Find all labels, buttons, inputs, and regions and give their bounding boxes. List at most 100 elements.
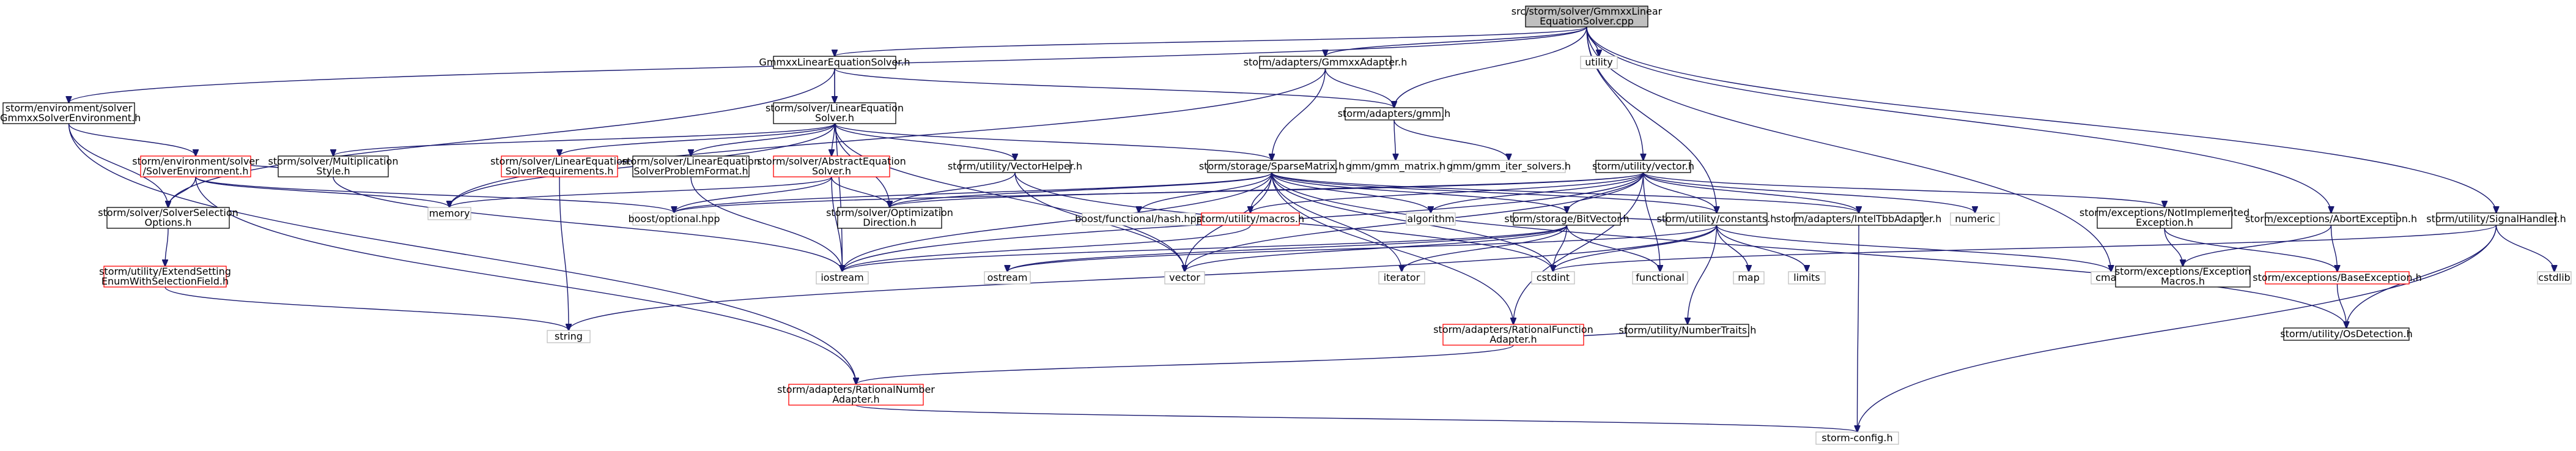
node-ostream: ostream xyxy=(984,271,1031,285)
edge-bitvector_h-to-iostream xyxy=(843,225,1568,272)
node-box xyxy=(1632,271,1688,285)
node-uvector_h[interactable]: storm/utility/vector.h xyxy=(1592,160,1694,173)
node-osdetect_h[interactable]: storm/utility/OsDetection.h xyxy=(2280,327,2413,341)
node-notimpl_h[interactable]: storm/exceptions/NotImplementedException… xyxy=(2080,207,2249,229)
node-label: Adapter.h xyxy=(1489,334,1537,345)
node-label: EnumWithSelectionField.h xyxy=(101,275,229,287)
node-box xyxy=(773,155,890,177)
node-box xyxy=(547,330,591,343)
node-numtraits_h[interactable]: storm/utility/NumberTraits.h xyxy=(1619,324,1757,337)
edge-sparse_h-to-ratfunc_h xyxy=(1271,172,1513,324)
edge-root-to-uvector_h xyxy=(1586,26,1644,160)
node-vechelper_h[interactable]: storm/utility/VectorHelper.h xyxy=(948,160,1082,173)
node-baseexc_h[interactable]: storm/exceptions/BaseException.h xyxy=(2253,271,2422,285)
node-boostopt: boost/optional.hpp xyxy=(628,212,720,226)
node-macros_h[interactable]: storm/utility/macros.h xyxy=(1197,212,1304,226)
node-label: Options.h xyxy=(145,217,192,228)
node-gmmadapter_h[interactable]: storm/adapters/GmmxxAdapter.h xyxy=(1244,56,1408,69)
edge-uvector_h-to-ratfunc_h xyxy=(1513,172,1644,324)
node-iterator: iterator xyxy=(1378,271,1425,285)
edge-uvector_h-to-inteltbb_h xyxy=(1642,172,1859,213)
node-box xyxy=(1351,160,1441,173)
edge-constants_h-to-numtraits_h xyxy=(1688,225,1718,324)
node-algorithm: algorithm xyxy=(1406,212,1456,226)
nodes-layer: src/storm/solver/GmmxxLinearEquationSolv… xyxy=(0,6,2572,445)
node-box xyxy=(2,102,135,124)
node-linprob_h[interactable]: storm/solver/LinearEquationSolverProblem… xyxy=(622,155,760,177)
node-label: Macros.h xyxy=(2161,275,2205,287)
edge-gmmsolver_h-to-selopt_h xyxy=(168,68,835,207)
node-box xyxy=(2115,266,2251,288)
edge-bitvector_h-to-ostream xyxy=(1008,225,1568,272)
node-box xyxy=(1525,6,1648,28)
node-box xyxy=(1580,56,1618,69)
node-gmmenv_h[interactable]: storm/environment/solver/GmmxxSolverEnvi… xyxy=(0,102,141,124)
edge-uvector_h-to-constants_h xyxy=(1642,172,1717,213)
node-label: storm/utility/OsDetection.h xyxy=(2280,328,2412,340)
node-linreq_h[interactable]: storm/solver/LinearEquationSolverRequire… xyxy=(490,155,629,177)
edge-sparse_h-to-bitvector_h xyxy=(1271,172,1567,213)
edge-gmmenv_h-to-solverenv_h xyxy=(68,123,196,156)
node-box xyxy=(1788,271,1826,285)
node-abortexc_h[interactable]: storm/exceptions/AbortException.h xyxy=(2245,212,2417,226)
edge-solverenv_h-to-memory xyxy=(195,176,449,207)
edge-constants_h-to-string xyxy=(569,225,1718,330)
edge-linsolver_h-to-sparse_h xyxy=(834,123,1272,160)
node-functional: functional xyxy=(1632,271,1688,285)
node-solverenv_h[interactable]: storm/environment/solver/SolverEnvironme… xyxy=(132,155,259,177)
edge-vechelper_h-to-optdir_h xyxy=(890,172,1016,207)
edge-solverenv_h-to-ratnum_h xyxy=(195,176,856,384)
edge-bitvector_h-to-functional xyxy=(1566,225,1661,272)
node-label: string xyxy=(555,330,583,342)
node-label: ostream xyxy=(987,272,1028,283)
edge-uvector_h-to-numeric xyxy=(1642,172,1976,213)
edge-sparse_h-to-osdetect_h xyxy=(1271,172,2347,328)
edge-solverenv_h-to-selopt_h xyxy=(168,176,196,207)
node-box xyxy=(1950,212,2000,226)
edge-abstract_h-to-memory xyxy=(449,176,832,207)
node-label: iterator xyxy=(1384,272,1420,283)
node-box xyxy=(632,155,750,177)
node-label: storm/adapters/GmmxxAdapter.h xyxy=(1244,56,1408,68)
node-box xyxy=(773,56,896,69)
node-string: string xyxy=(547,330,591,343)
node-gmm_h[interactable]: storm/adapters/gmm.h xyxy=(1338,107,1451,121)
edge-baseexc_h-to-osdetect_h xyxy=(2336,283,2347,328)
node-label: storm/solver/Optimization xyxy=(826,207,953,218)
edge-solverenv_h-to-boostopt xyxy=(195,176,674,213)
node-box xyxy=(816,271,869,285)
edge-gmmenv_h-to-ratnum_h xyxy=(68,123,857,384)
node-label: gmm/gmm_matrix.h xyxy=(1346,160,1445,173)
node-label: storm/solver/Multiplication xyxy=(268,155,399,167)
node-label: storm/solver/SolverSelection xyxy=(98,207,238,218)
node-signal_h[interactable]: storm/utility/SignalHandler.h xyxy=(2426,212,2566,226)
node-label: SolverRequirements.h xyxy=(506,165,614,177)
node-sparse_h[interactable]: storm/storage/SparseMatrix.h xyxy=(1199,160,1345,173)
node-gmmsolver_h[interactable]: GmmxxLinearEquationSolver.h xyxy=(759,56,910,69)
edge-notimpl_h-to-excmacros_h xyxy=(2164,228,2183,266)
node-limits: limits xyxy=(1788,271,1826,285)
node-box xyxy=(2097,207,2232,229)
node-constants_h[interactable]: storm/utility/constants.h xyxy=(1657,212,1777,226)
node-extsetting_h[interactable]: storm/utility/ExtendSettingEnumWithSelec… xyxy=(99,266,231,288)
node-box xyxy=(1201,212,1300,226)
node-cstdint: cstdint xyxy=(1531,271,1575,285)
node-box xyxy=(1531,271,1575,285)
node-label: storm/solver/LinearEquation xyxy=(622,155,760,167)
edge-constants_h-to-cstdint xyxy=(1553,225,1718,272)
node-bitvector_h[interactable]: storm/storage/BitVector.h xyxy=(1504,212,1629,226)
node-box xyxy=(2265,212,2397,226)
edge-root-to-gmmsolver_h xyxy=(835,26,1587,56)
node-root[interactable]: src/storm/solver/GmmxxLinearEquationSolv… xyxy=(1511,6,1663,28)
edge-gmmadapter_h-to-gmm_h xyxy=(1324,68,1395,108)
node-inteltbb_h[interactable]: storm/adapters/IntelTbbAdapter.h xyxy=(1776,212,1942,226)
edge-notimpl_h-to-baseexc_h xyxy=(2164,228,2338,272)
node-linsolver_h[interactable]: storm/solver/LinearEquationSolver.h xyxy=(766,102,904,124)
